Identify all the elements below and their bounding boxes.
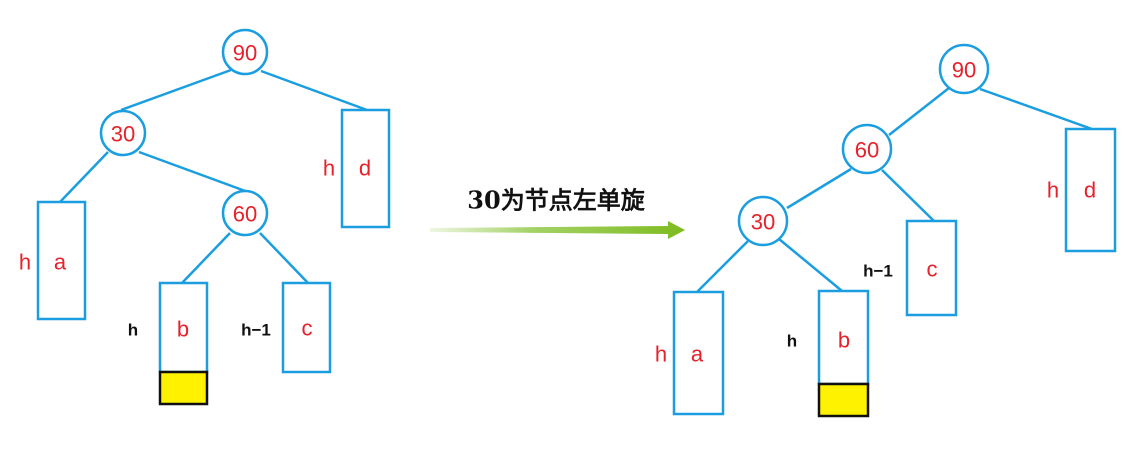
edge-90-d xyxy=(979,87,1093,131)
node-label: 60 xyxy=(855,138,879,163)
after-subtree-d: d h xyxy=(1047,127,1117,253)
edge-30-60 xyxy=(138,150,249,194)
subtree-height: h xyxy=(19,250,31,275)
subtree-label: d xyxy=(359,156,371,181)
after-tree: 90 60 30 d h c h−1 a h xyxy=(655,43,1117,418)
edge-90-30 xyxy=(120,68,232,112)
edge-60-c xyxy=(259,232,309,284)
node-label: 90 xyxy=(233,41,257,66)
node-label: 90 xyxy=(952,58,976,83)
edge-30-a xyxy=(59,151,109,203)
before-subtree-d: d h xyxy=(323,108,391,229)
subtree-label: b xyxy=(177,317,189,342)
right-arrow-icon xyxy=(430,221,685,239)
after-edges xyxy=(696,87,1093,293)
before-node-30: 30 xyxy=(99,109,147,157)
subtree-height: h−1 xyxy=(863,262,893,281)
edge-30-b xyxy=(778,238,843,292)
subtree-label: c xyxy=(927,257,938,282)
subtree-height: h xyxy=(787,332,797,351)
after-subtree-b: b h xyxy=(787,289,870,418)
inserted-node-block xyxy=(158,370,209,406)
before-subtree-a: a h xyxy=(19,200,87,321)
subtree-label: d xyxy=(1084,178,1096,203)
node-label: 30 xyxy=(111,122,135,147)
before-subtree-b: b h xyxy=(128,281,209,406)
after-node-30: 30 xyxy=(737,195,789,247)
edge-60-b xyxy=(181,232,231,284)
edge-90-d xyxy=(260,69,368,112)
edge-60-30 xyxy=(786,167,852,210)
before-node-90: 90 xyxy=(221,28,269,76)
before-tree: 90 30 60 d h a h b h xyxy=(19,28,391,406)
edge-90-60 xyxy=(888,87,950,136)
subtree-label: a xyxy=(691,342,704,367)
subtree-label: c xyxy=(302,316,313,341)
subtree-label: a xyxy=(54,250,67,275)
subtree-height: h xyxy=(128,321,138,340)
after-subtree-c: c h−1 xyxy=(863,219,958,317)
node-label: 60 xyxy=(233,202,257,227)
subtree-height: h xyxy=(323,156,335,181)
subtree-height: h xyxy=(655,342,667,367)
after-node-60: 60 xyxy=(841,123,893,175)
subtree-height: h−1 xyxy=(241,321,271,340)
inserted-node-block xyxy=(817,382,870,418)
edge-30-a xyxy=(696,240,749,293)
after-node-90: 90 xyxy=(938,43,990,95)
after-subtree-a: a h xyxy=(655,290,725,416)
node-label: 30 xyxy=(751,210,775,235)
subtree-height: h xyxy=(1047,178,1059,203)
rotation-caption: 30为节点左单旋 xyxy=(467,186,645,215)
subtree-label: b xyxy=(838,328,850,353)
before-edges xyxy=(59,68,368,284)
rotation-arrow: 30为节点左单旋 xyxy=(430,186,685,239)
before-node-60: 60 xyxy=(221,189,269,237)
before-subtree-c: c h−1 xyxy=(241,281,332,374)
edge-60-c xyxy=(881,169,935,222)
